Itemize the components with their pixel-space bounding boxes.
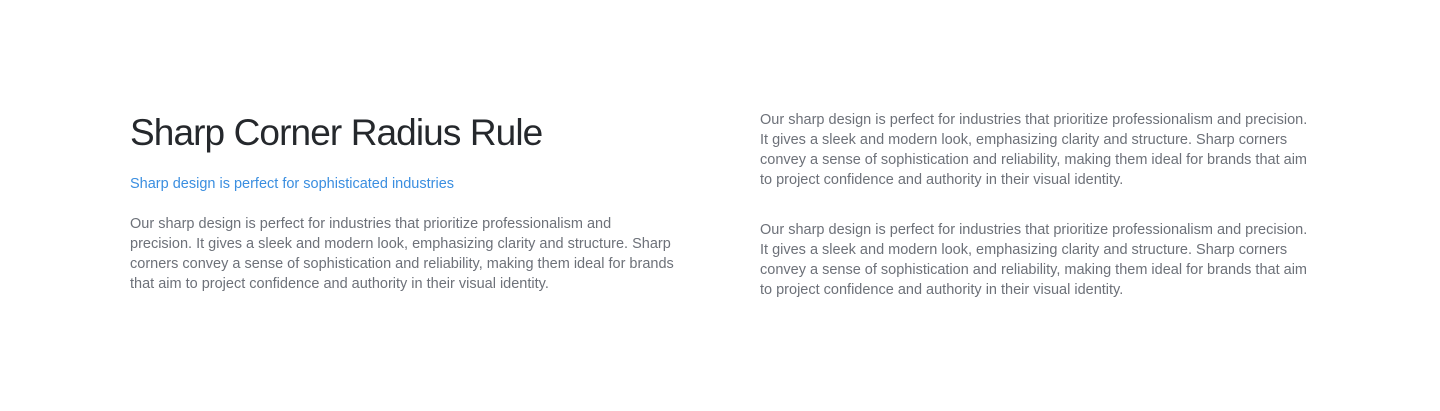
details-paragraph-1: Our sharp design is perfect for industri… (760, 112, 1308, 188)
intro-column: Sharp Corner Radius Rule Sharp design is… (130, 110, 675, 294)
intro-paragraph: Our sharp design is perfect for industri… (130, 216, 674, 292)
details-column: Our sharp design is perfect for industri… (760, 110, 1310, 300)
details-paragraph-2: Our sharp design is perfect for industri… (760, 222, 1308, 298)
page-subtitle: Sharp design is perfect for sophisticate… (130, 176, 455, 192)
page-title: Sharp Corner Radius Rule (130, 112, 543, 153)
